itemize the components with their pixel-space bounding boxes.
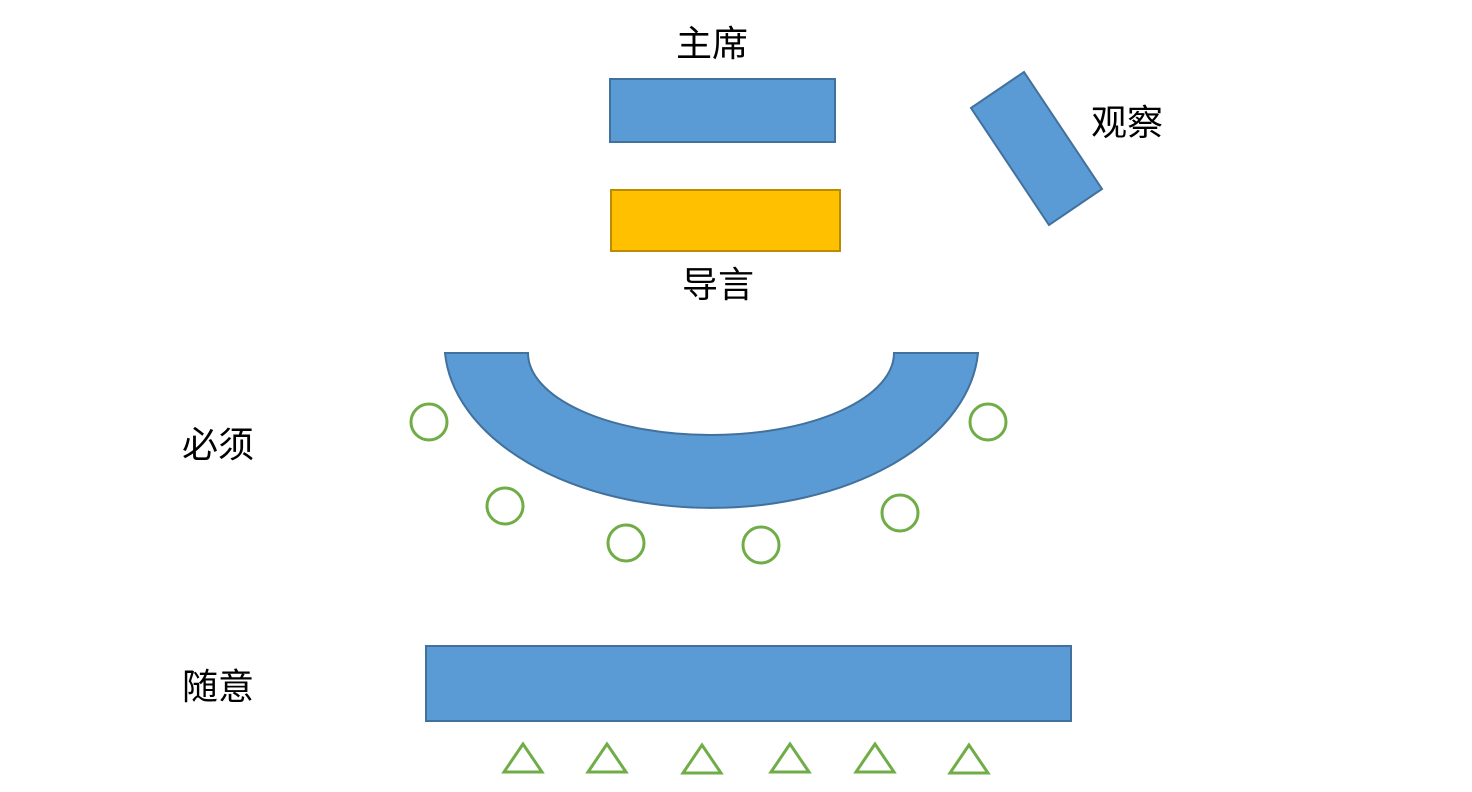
triangle-seat-icon [853, 741, 897, 774]
curved-table [443, 352, 980, 509]
chair-table [609, 78, 836, 143]
circle-seat-icon [606, 523, 646, 563]
triangle-seat-icon [501, 741, 545, 774]
required-label: 必须 [182, 425, 254, 466]
casual-seats [501, 741, 991, 775]
triangle-seat-icon [680, 742, 724, 775]
circle-seat-icon [485, 486, 525, 526]
chair-label: 主席 [676, 24, 748, 65]
circle-seat-icon [409, 402, 449, 442]
triangle-seat-icon [947, 742, 991, 775]
casual-label: 随意 [182, 667, 254, 708]
triangle-seat-icon [585, 741, 629, 774]
circle-seat-icon [968, 402, 1008, 442]
observer-label: 观察 [1091, 103, 1163, 144]
moderator-label: 导言 [682, 265, 754, 306]
triangle-seat-icon [768, 741, 812, 774]
circle-seat-icon [880, 493, 920, 533]
casual-table [425, 645, 1072, 722]
moderator-table [610, 189, 841, 252]
circle-seat-icon [741, 525, 781, 565]
observer-table [969, 70, 1104, 227]
required-seats [409, 402, 1008, 565]
